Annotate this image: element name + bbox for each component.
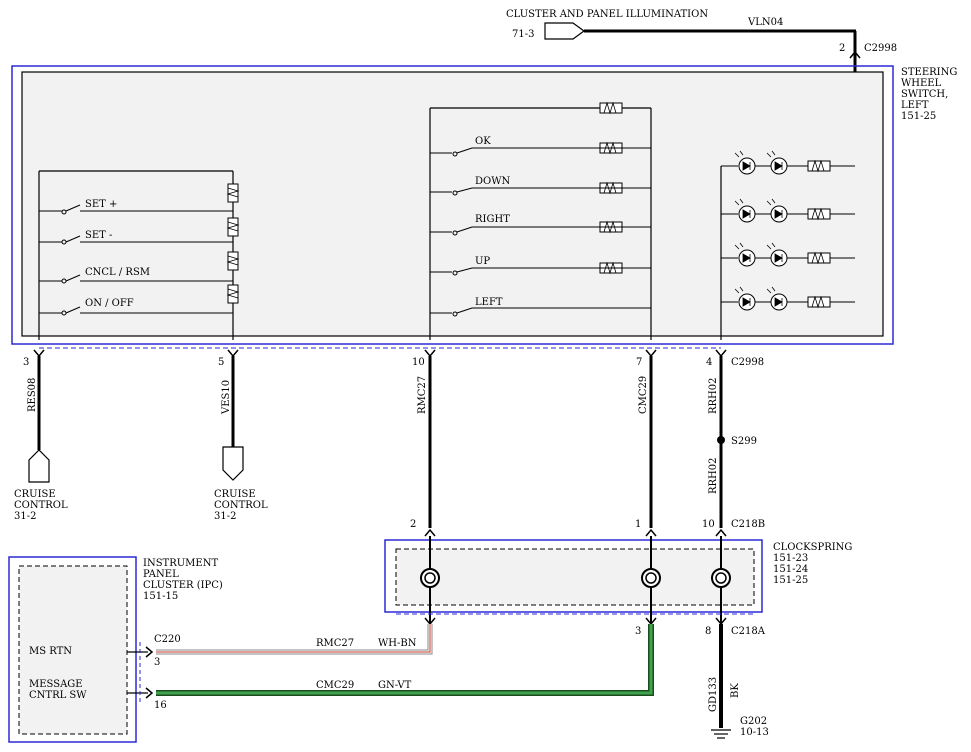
switch-module-border [11,65,894,345]
cs-bottom-pin-8: 8 [705,626,711,637]
ipc-pin-16: 16 [154,700,167,711]
switch-ref: 151-25 [901,111,936,122]
ground-name: G202 [740,716,767,727]
gd133-label: GD133 [708,677,719,712]
ground-symbol [711,729,731,739]
ipc-ms-rtn: MS RTN [29,646,72,657]
cs-top-pin-2: 2 [410,519,416,530]
pin-10: 10 [412,357,425,368]
cc-left-line2: CONTROL [14,500,68,511]
pin-4: 4 [706,357,712,368]
ground-ref: 10-13 [740,727,769,738]
top-pin-arrow [849,50,861,59]
ipc-title-2: PANEL [143,569,179,580]
rrh02-label-upper: RRH02 [708,377,719,414]
ipc-inner [18,565,128,735]
ipc-connector: C220 [154,634,181,645]
cc-right-line2: CONTROL [214,500,268,511]
cruise-switch-circuit [38,170,240,340]
resistor-2 [227,217,239,237]
cmc29-label-lower: CMC29 [316,680,354,691]
rmc27-label-upper: RMC27 [417,376,428,414]
switch-title-2: WHEEL [901,78,942,89]
cmc29-wire-inner [156,624,653,695]
cs-top-connector: C218B [731,519,765,530]
cs-top-pin-10: 10 [702,519,715,530]
c2998-bottom: C2998 [731,357,764,368]
ves10-connector-shape [222,446,244,481]
clockspring-ref-1: 151-23 [773,553,808,564]
cmc29-label-upper: CMC29 [638,376,649,414]
splice-label: S299 [731,436,757,447]
switch-title-1: STEERING [901,67,957,78]
top-connector: C2998 [864,43,897,54]
rmc27-label-lower: RMC27 [316,638,354,649]
switch-cncl-rsm: CNCL / RSM [85,267,150,278]
cs-bottom-pin-3: 3 [635,626,641,637]
switch-up: UP [475,256,490,267]
cs-bottom-arrows [424,617,727,626]
cs-bottom-connector: C218A [731,626,766,637]
ipc-msg-2: CNTRL SW [29,690,87,701]
switch-module-panel [21,71,884,337]
rmc27-color: WH-BN [378,638,417,649]
res08-label: RES08 [27,378,38,412]
switch-left: LEFT [475,297,503,308]
cc-right-line1: CRUISE [214,489,256,500]
ipc-title-1: INSTRUMENT [143,558,218,569]
rmc27-wire-stripe [156,624,431,653]
bk-label: BK [730,683,741,698]
resistor-4 [227,284,239,304]
clockspring-ref-2: 151-24 [773,564,808,575]
ves10-label: VES10 [221,380,232,415]
clockspring-coils [420,536,731,624]
res08-connector-shape [28,449,50,483]
clockspring-title: CLOCKSPRING [773,542,852,553]
ipc-pin-arrows [145,646,154,699]
cc-left-ref: 31-2 [14,511,36,522]
top-pin-2: 2 [839,43,845,54]
cluster-label: CLUSTER AND PANEL ILLUMINATION [506,9,708,20]
resistor-1 [227,183,239,203]
switch-right: RIGHT [475,214,510,225]
switch-set-plus: SET + [85,199,117,210]
led-circuit [720,150,855,340]
cs-top-pin-1: 1 [635,519,641,530]
pin-7: 7 [636,357,642,368]
ipc-ref: 151-15 [143,591,178,602]
ipc-title-3: CLUSTER (IPC) [143,580,223,591]
cc-right-ref: 31-2 [214,511,236,522]
resistor-3 [227,251,239,271]
cluster-connector-shape [544,22,586,40]
ipc-pin-3: 3 [154,657,160,668]
switch-title-3: SWITCH, [901,89,948,100]
splice-s299 [717,436,725,444]
ipc-border [8,556,137,743]
cs-top-arrows [424,528,727,537]
switch-title-4: LEFT [901,100,929,111]
switch-set-minus: SET - [85,230,112,241]
clockspring-border [384,539,763,613]
clockspring-inner [395,548,755,606]
menu-switch-circuit [429,101,652,340]
clockspring-ref-3: 151-25 [773,575,808,586]
vln04-label: VLN04 [747,17,783,28]
cc-left-line1: CRUISE [14,489,56,500]
ipc-msg-1: MESSAGE [29,679,83,690]
switch-on-off: ON / OFF [85,298,134,309]
cluster-ref: 71-3 [512,29,534,40]
pin-5: 5 [218,357,224,368]
switch-ok: OK [475,136,491,147]
switch-down: DOWN [475,176,510,187]
rrh02-label-lower: RRH02 [708,457,719,494]
pin-3: 3 [23,357,29,368]
module-pin-arrows [33,349,727,358]
cmc29-color: GN-VT [378,680,412,691]
